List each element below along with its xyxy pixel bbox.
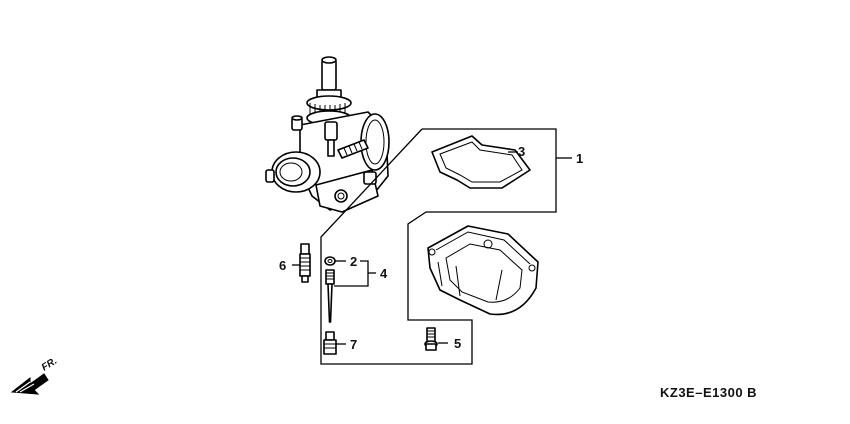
drain-screw [424,327,438,351]
callout-3: 3 [518,144,525,159]
float-chamber-gasket [431,135,531,189]
carburetor-assembly [265,56,390,213]
callout-2: 2 [350,254,357,269]
main-jet [323,331,337,355]
callout-1: 1 [576,151,583,166]
slow-jet [299,243,311,283]
diagram-code: KZ3E–E1300 B [660,385,757,400]
needle-clip [324,256,336,266]
assembly-outline [320,128,557,365]
front-direction-arrow-icon [10,373,49,395]
callout-4: 4 [380,266,388,281]
callout-6: 6 [279,258,286,273]
float-chamber-bowl [427,225,539,316]
front-direction-label: FR. [40,356,59,374]
callout-7: 7 [350,337,357,352]
jet-needle [325,269,335,323]
callout-5: 5 [454,336,461,351]
